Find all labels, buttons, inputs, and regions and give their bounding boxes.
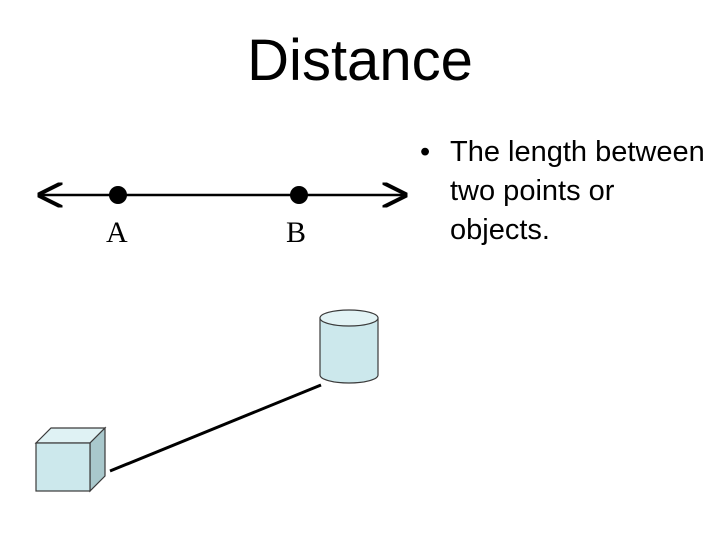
cylinder-object-icon bbox=[319, 309, 379, 384]
cube-object-icon bbox=[34, 426, 107, 493]
slide-title: Distance bbox=[247, 28, 473, 93]
point-a bbox=[109, 186, 127, 204]
bullet-marker: • bbox=[420, 136, 431, 168]
point-a-label: A bbox=[106, 216, 128, 249]
distance-connector-line bbox=[109, 383, 322, 473]
point-b-label: B bbox=[286, 216, 306, 249]
definition-bullet: • The length between two points or objec… bbox=[420, 133, 710, 250]
bullet-text: The length between two points or objects… bbox=[450, 136, 705, 246]
point-b bbox=[290, 186, 308, 204]
